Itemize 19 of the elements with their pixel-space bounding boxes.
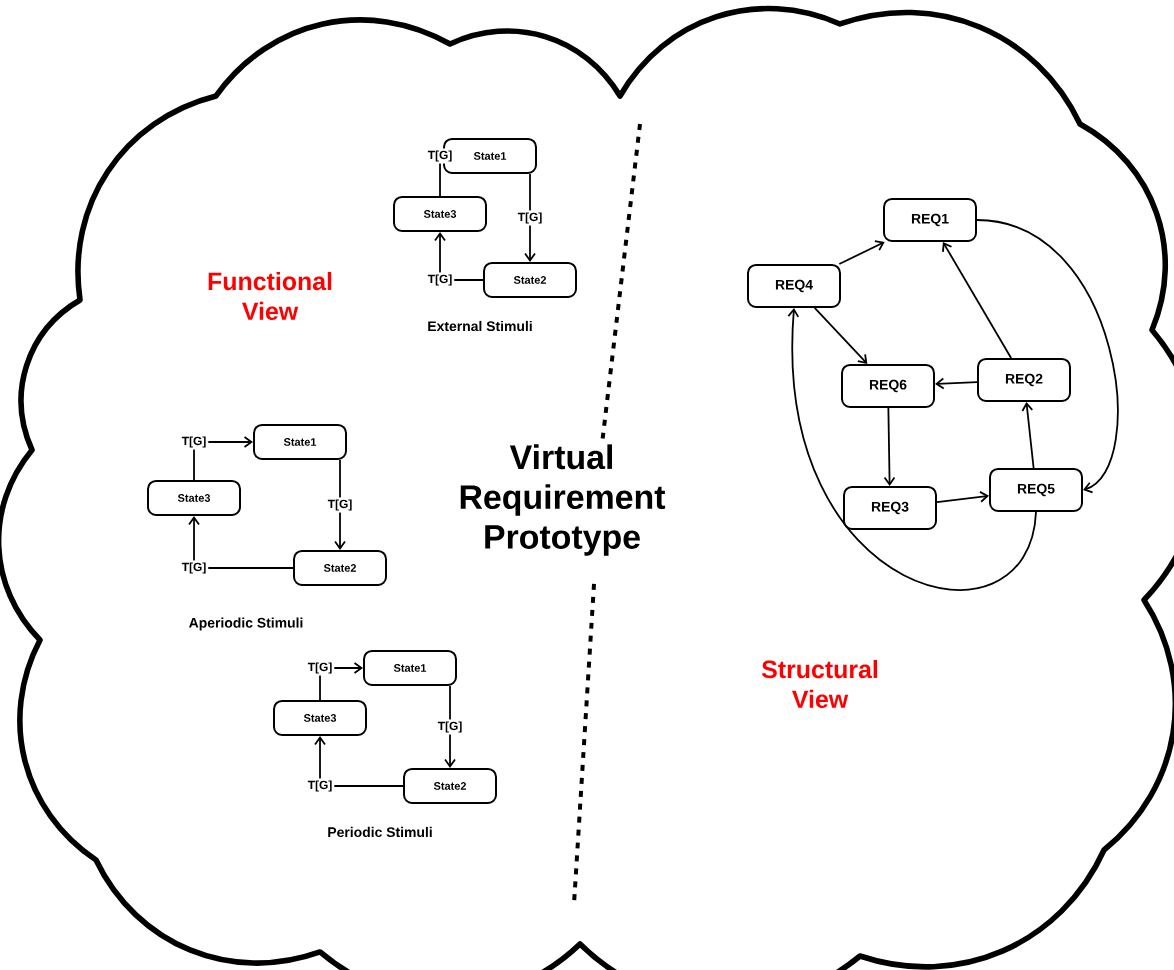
arrow: [936, 491, 989, 504]
arrow: [444, 685, 456, 768]
arrow: [838, 240, 885, 265]
arrow: [813, 307, 868, 364]
arrow: [942, 242, 1012, 359]
arrow: [334, 459, 346, 550]
arrow: [314, 736, 404, 787]
arrow: [319, 662, 363, 701]
arrow: [976, 219, 1119, 494]
arrow: [883, 407, 896, 486]
arrow: [1021, 402, 1035, 469]
arrow: [434, 232, 484, 281]
arrow: [193, 436, 253, 481]
arrow: [188, 516, 294, 569]
view-title: Structural View: [761, 659, 878, 709]
arrow: [787, 308, 1037, 591]
view-title: Functional View: [208, 271, 332, 321]
arrow: [524, 173, 536, 262]
arrow: [935, 377, 978, 390]
